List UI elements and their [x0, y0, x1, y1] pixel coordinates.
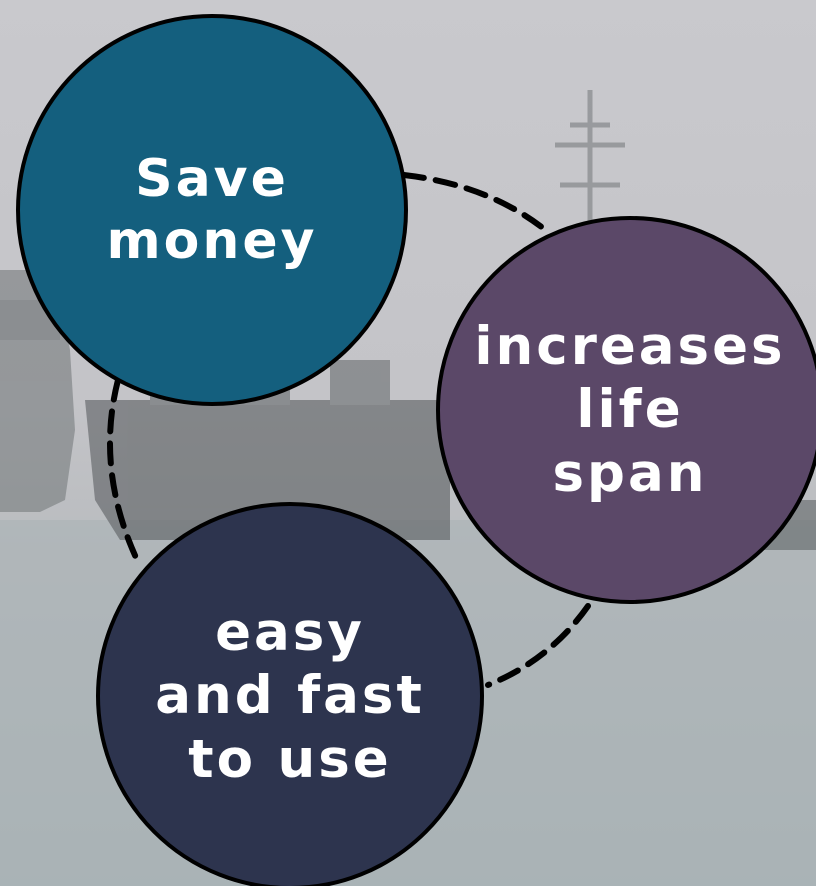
- node-increases-life-span: increases life span: [436, 216, 816, 604]
- node-easy-and-fast: easy and fast to use: [96, 502, 484, 886]
- connector-save-to-life: [401, 172, 551, 235]
- ship-mast-silhouette: [555, 90, 625, 225]
- node-label: increases life span: [474, 315, 786, 504]
- node-save-money: Save money: [16, 14, 408, 406]
- left-ship-silhouette: [0, 270, 75, 512]
- node-label: Save money: [106, 148, 318, 271]
- connector-easy-to-save: [106, 377, 141, 565]
- connector-life-to-easy: [485, 603, 591, 688]
- node-label: easy and fast to use: [155, 601, 425, 790]
